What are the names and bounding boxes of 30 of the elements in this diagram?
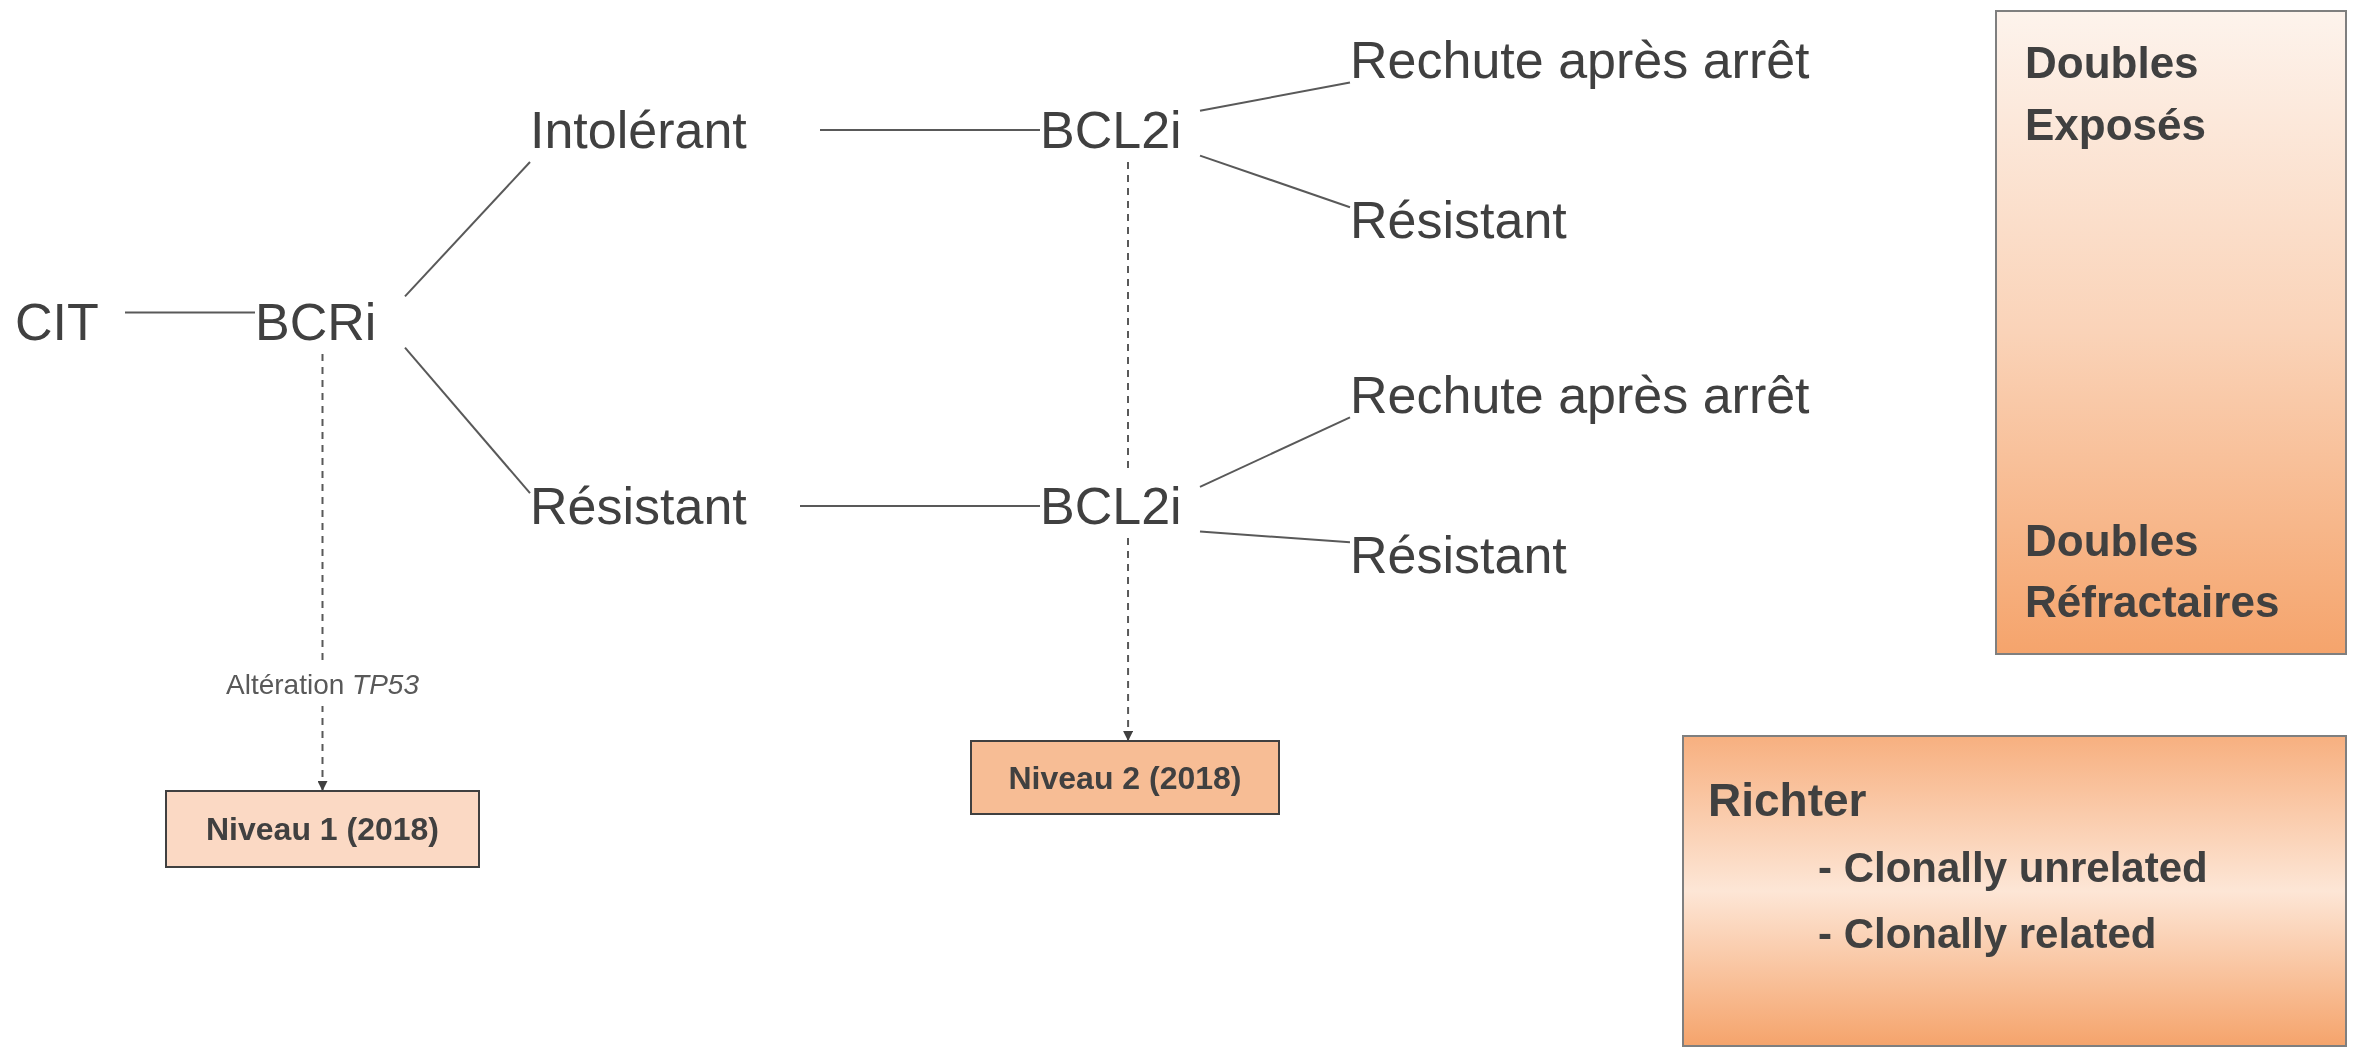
category-heading: Doubles Exposés	[2025, 37, 2207, 151]
flow-label: BCL2i	[1040, 474, 1200, 538]
flow-label: BCL2i	[1040, 98, 1200, 162]
flow-label: Rechute après arrêt	[1350, 28, 1890, 92]
flow-label: Résistant	[1350, 188, 1620, 252]
connector	[1199, 530, 1351, 544]
panel-heading: Richter	[1708, 777, 1867, 823]
connector	[404, 161, 531, 298]
connector	[799, 505, 1041, 507]
level-box: Niveau 1 (2018)	[165, 790, 480, 868]
flow-label: Rechute après arrêt	[1350, 363, 1890, 427]
connector	[317, 353, 328, 791]
flow-label: CIT	[15, 290, 125, 354]
connector	[404, 346, 531, 495]
connector	[124, 311, 256, 314]
flow-label: Résistant	[530, 474, 800, 538]
category-heading: Doubles Réfractaires	[2025, 514, 2281, 629]
category-panel	[1995, 10, 2347, 655]
level-box: Niveau 2 (2018)	[970, 740, 1280, 815]
connector	[819, 129, 1041, 131]
flow-label: Résistant	[1350, 523, 1620, 587]
list-item: - Clonally unrelated	[1818, 847, 2208, 889]
connector	[1199, 416, 1351, 488]
connector	[1199, 154, 1351, 209]
category-panel	[1682, 735, 2347, 1047]
connector	[1199, 81, 1351, 112]
flow-label: BCRi	[255, 290, 405, 354]
connector	[1123, 537, 1134, 741]
list-item: - Clonally related	[1818, 913, 2157, 955]
flow-label: Intolérant	[530, 98, 820, 162]
